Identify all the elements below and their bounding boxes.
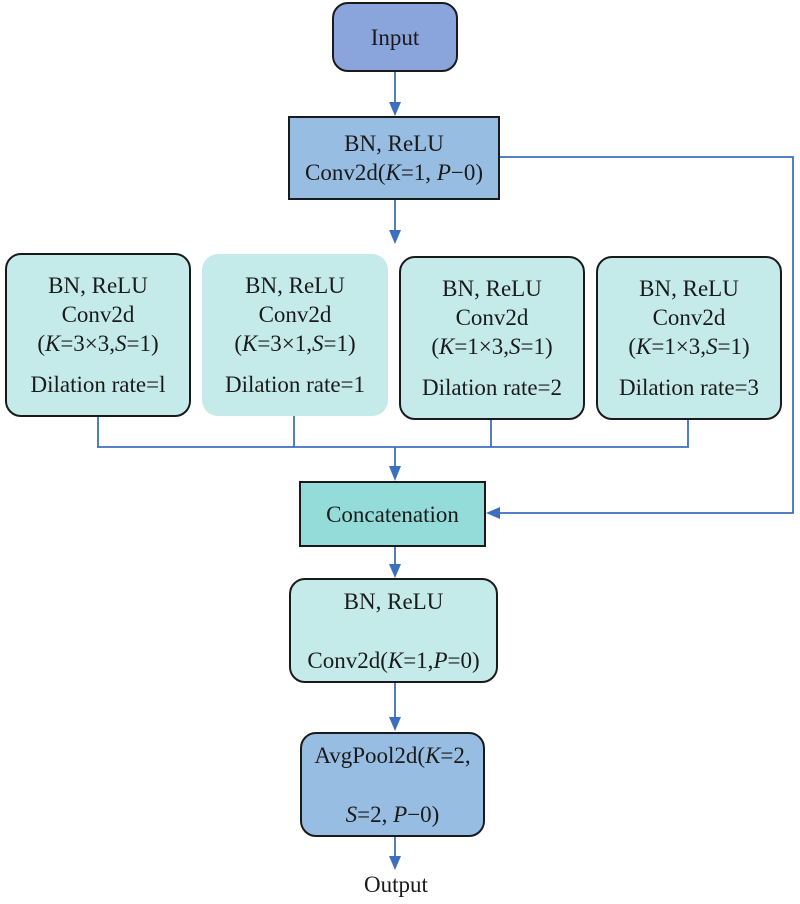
input-node: Input xyxy=(332,2,458,72)
branch-node-4: BN, ReLU Conv2d (K=1×3,S=1) Dilation rat… xyxy=(596,256,782,420)
arrowhead xyxy=(486,507,500,519)
branch-2-line2: Conv2d xyxy=(258,302,332,327)
branch-node-3: BN, ReLU Conv2d (K=1×3,S=1) Dilation rat… xyxy=(399,256,585,420)
arrowhead xyxy=(389,102,401,116)
branch-2-line1: BN, ReLU xyxy=(245,273,345,298)
branch-3-line2: Conv2d xyxy=(455,305,529,330)
output-label: Output xyxy=(364,872,428,897)
pool-line2: S=2, P−0) xyxy=(345,801,440,827)
branch-node-2: BN, ReLU Conv2d (K=3×1,S=1) Dilation rat… xyxy=(202,254,388,416)
branch-2-line3: (K=3×1,S=1) xyxy=(234,331,356,356)
branch-4-line4: Dilation rate=3 xyxy=(618,375,760,400)
branch-1-line4: Dilation rate=l xyxy=(30,372,166,397)
branch-4-line2: Conv2d xyxy=(652,305,726,330)
edge-skip-conv1-concat xyxy=(500,156,794,514)
branch-2-line4: Dilation rate=1 xyxy=(224,372,366,397)
conv1-line1: BN, ReLU xyxy=(344,131,444,156)
conv2-line2: Conv2d(K=1,P=0) xyxy=(307,647,480,673)
conv1-line2: Conv2d(K=1, P−0) xyxy=(304,160,484,185)
concat-label: Concatenation xyxy=(326,501,459,527)
branch-4-line3: (K=1×3,S=1) xyxy=(628,334,750,359)
conv2-line1: BN, ReLU xyxy=(343,588,444,614)
branch-4-line1: BN, ReLU xyxy=(639,276,739,301)
branch-node-1: BN, ReLU Conv2d (K=3×3,S=1) Dilation rat… xyxy=(5,253,191,417)
arrowhead xyxy=(389,717,401,731)
branch-3-line1: BN, ReLU xyxy=(442,276,542,301)
arrowhead xyxy=(389,230,401,244)
concat-node: Concatenation xyxy=(299,481,486,547)
input-label: Input xyxy=(370,24,420,50)
arrowhead xyxy=(389,564,401,578)
arrowhead xyxy=(389,856,401,870)
branch-1-line2: Conv2d xyxy=(61,302,135,327)
conv1-node: BN, ReLU Conv2d(K=1, P−0) xyxy=(288,116,500,200)
pool-line1: AvgPool2d(K=2, xyxy=(314,742,471,768)
arrowhead xyxy=(389,466,401,481)
branch-1-line1: BN, ReLU xyxy=(48,273,148,298)
branch-3-line4: Dilation rate=2 xyxy=(421,375,563,400)
branch-1-line3: (K=3×3,S=1) xyxy=(37,331,159,356)
conv2-node: BN, ReLU Conv2d(K=1,P=0) xyxy=(289,578,498,683)
pool-node: AvgPool2d(K=2, S=2, P−0) xyxy=(300,732,485,837)
branch-3-line3: (K=1×3,S=1) xyxy=(431,334,553,359)
